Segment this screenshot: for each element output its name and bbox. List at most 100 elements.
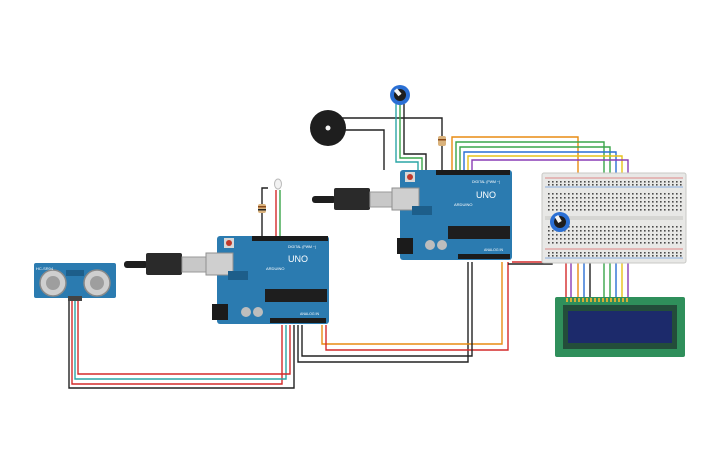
breadboard-hole [584, 193, 586, 195]
potentiometer-breadboard[interactable] [550, 212, 570, 232]
breadboard-hole [636, 238, 638, 240]
wire-link-red[interactable] [325, 262, 509, 351]
breadboard-hole [612, 230, 614, 232]
breadboard-hole [608, 255, 610, 257]
breadboard-hole [680, 193, 682, 195]
breadboard-hole [656, 226, 658, 228]
breadboard-hole [568, 255, 570, 257]
breadboard-hole [660, 209, 662, 211]
breadboard-hole [676, 197, 678, 199]
breadboard-hole [604, 230, 606, 232]
breadboard-hole [588, 242, 590, 244]
breadboard-hole [680, 197, 682, 199]
breadboard-hole [656, 197, 658, 199]
wire-pot-a[interactable] [395, 104, 419, 170]
potentiometer-top[interactable] [390, 85, 410, 105]
wire-link-orange[interactable] [321, 262, 503, 345]
breadboard-hole [616, 238, 618, 240]
breadboard-hole [584, 205, 586, 207]
breadboard-hole [676, 205, 678, 207]
usb-cable-left[interactable] [124, 253, 209, 275]
breadboard-hole [556, 201, 558, 203]
breadboard-hole [552, 181, 554, 183]
breadboard-hole [600, 181, 602, 183]
usb-cable-right[interactable] [312, 188, 397, 210]
piezo-buzzer[interactable] [310, 110, 346, 146]
breadboard-hole [680, 205, 682, 207]
breadboard-hole [648, 181, 650, 183]
breadboard-hole [636, 255, 638, 257]
wire-pot-c[interactable] [403, 104, 427, 170]
arduino-uno-right[interactable]: UNO ARDUINO DIGITAL (PWM ~) ANALOG IN [391, 170, 512, 260]
lcd-pin [566, 298, 568, 302]
breadboard-hole [576, 197, 578, 199]
breadboard-hole [636, 226, 638, 228]
wire-ultrasonic-trig[interactable] [74, 296, 287, 380]
ultrasonic-sensor[interactable]: HC-SR04 [34, 263, 116, 301]
resistor-left[interactable] [258, 204, 266, 213]
breadboard-hole [568, 193, 570, 195]
breadboard-hole [656, 230, 658, 232]
breadboard-hole [552, 209, 554, 211]
lcd-pin [614, 298, 616, 302]
breadboard-hole [640, 181, 642, 183]
breadboard-hole [680, 252, 682, 254]
breadboard-hole [624, 230, 626, 232]
breadboard-hole [552, 184, 554, 186]
breadboard-hole [612, 197, 614, 199]
breadboard-hole [604, 252, 606, 254]
breadboard-hole [584, 242, 586, 244]
breadboard-hole [568, 226, 570, 228]
wire-ultrasonic-gnd[interactable] [68, 296, 295, 389]
breadboard-hole [556, 209, 558, 211]
breadboard-hole [612, 226, 614, 228]
lcd-pin [598, 298, 600, 302]
lcd-16x2[interactable] [555, 297, 685, 357]
led-left[interactable] [274, 178, 282, 190]
breadboard[interactable] [541, 172, 687, 264]
breadboard-hole [664, 226, 666, 228]
breadboard-hole [572, 255, 574, 257]
wire-link-5v[interactable] [301, 262, 473, 357]
breadboard-hole [624, 209, 626, 211]
breadboard-hole [612, 242, 614, 244]
breadboard-hole [640, 205, 642, 207]
breadboard-hole [628, 234, 630, 236]
breadboard-hole [628, 193, 630, 195]
analog-header-right [458, 254, 510, 259]
breadboard-hole [632, 201, 634, 203]
breadboard-hole [620, 205, 622, 207]
wire-pot-b[interactable] [399, 104, 423, 170]
breadboard-hole [588, 230, 590, 232]
breadboard-hole [676, 238, 678, 240]
breadboard-hole [632, 197, 634, 199]
breadboard-hole [576, 201, 578, 203]
breadboard-hole [604, 226, 606, 228]
breadboard-hole [576, 238, 578, 240]
breadboard-hole [640, 184, 642, 186]
wire-link-gnd[interactable] [297, 262, 469, 363]
lcd-pin [582, 298, 584, 302]
wire-buzzer-gnd[interactable] [340, 129, 385, 170]
breadboard-hole [604, 242, 606, 244]
breadboard-hole [612, 184, 614, 186]
breadboard-hole [596, 197, 598, 199]
wire-ultrasonic-echo[interactable] [77, 296, 291, 375]
breadboard-hole [644, 230, 646, 232]
breadboard-hole [632, 234, 634, 236]
breadboard-hole [556, 184, 558, 186]
breadboard-hole [596, 184, 598, 186]
breadboard-hole [624, 193, 626, 195]
breadboard-hole [576, 230, 578, 232]
wire-resistor-left[interactable] [261, 187, 268, 236]
breadboard-hole [560, 193, 562, 195]
breadboard-hole [596, 252, 598, 254]
breadboard-hole [672, 209, 674, 211]
resistor-right[interactable] [438, 136, 446, 146]
breadboard-hole [568, 242, 570, 244]
wire-buzzer-signal[interactable] [340, 117, 443, 170]
wire-ultrasonic-vcc[interactable] [71, 296, 283, 385]
arduino-uno-left[interactable]: UNO ARDUINO DIGITAL (PWM ~) ANALOG IN [205, 236, 329, 324]
breadboard-hole [620, 226, 622, 228]
